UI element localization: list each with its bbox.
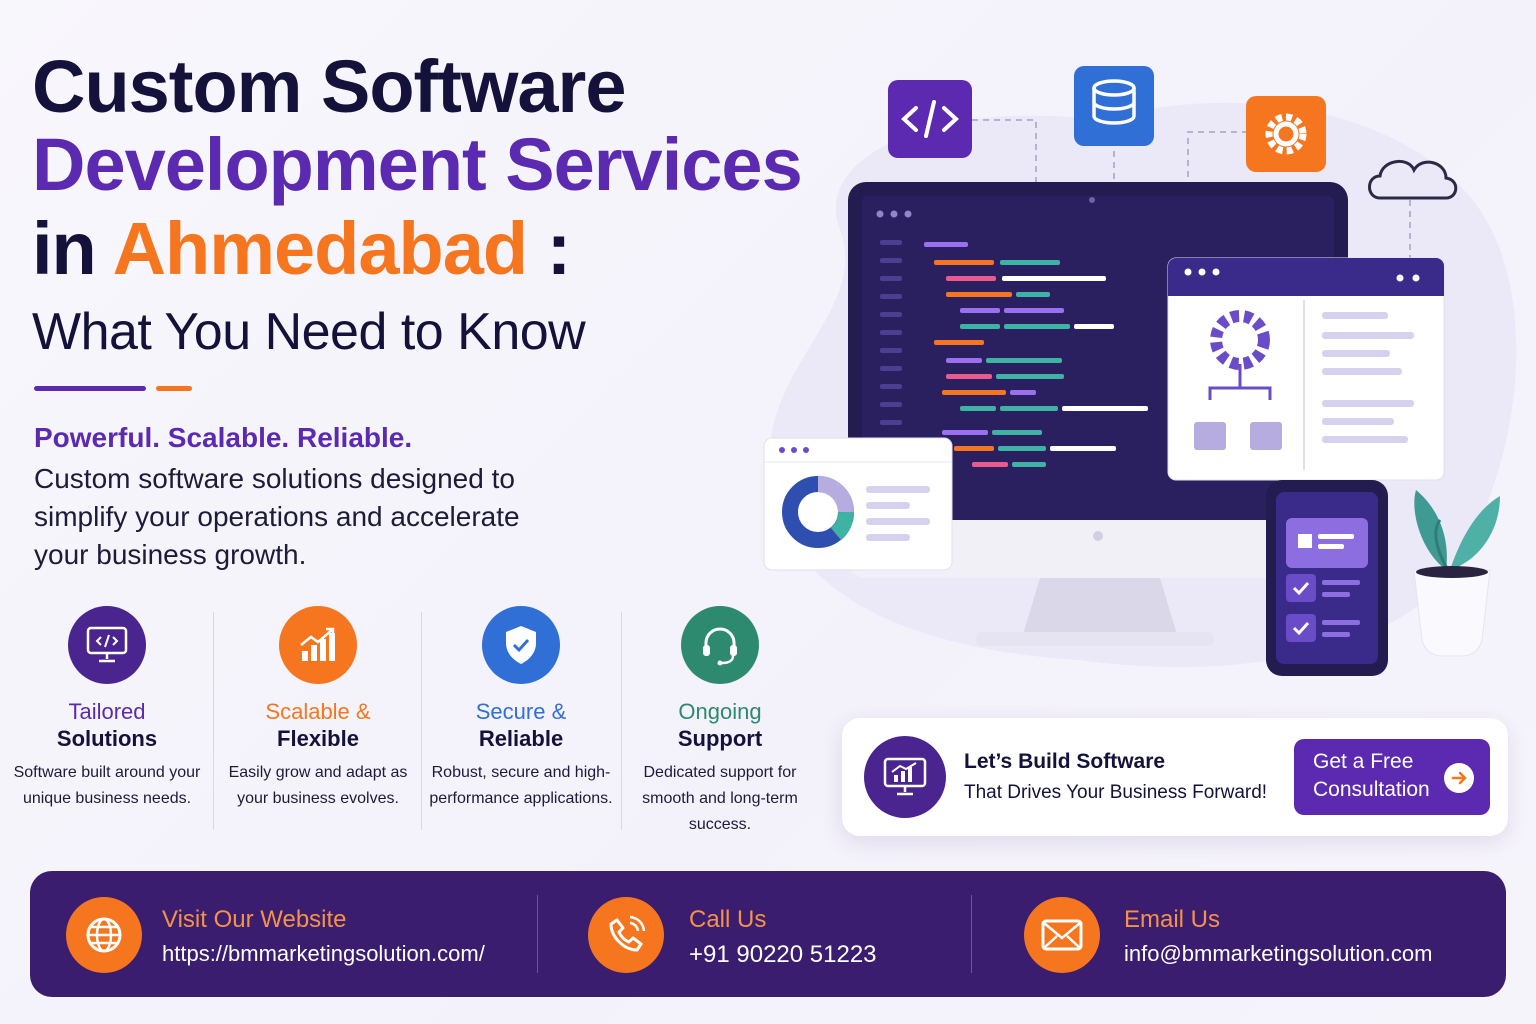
headline-suffix: : [527,207,572,290]
feature-desc: Easily grow and adapt as your business e… [228,764,408,807]
cta-heading: Let’s Build Software [964,750,1166,773]
feature-secure: Secure & Reliable Robust, secure and hig… [421,606,621,812]
feature-title-2: Support [677,726,763,751]
button-label-line-1: Get a Free [1313,750,1414,773]
plant-decoration [1413,490,1500,657]
headline-subtitle: What You Need to Know [32,303,586,361]
analytics-window [763,437,953,571]
headset-icon [681,606,759,684]
website-link[interactable]: https://bmmarketingsolution.com/ [162,941,485,966]
mail-icon [1024,897,1100,973]
cta-card: Let’s Build Software That Drives Your Bu… [842,718,1508,836]
contact-title: Email Us [1124,906,1221,933]
feature-desc: Software built around your unique busine… [13,764,201,807]
monitor-chart-icon [864,736,946,818]
contact-email[interactable]: Email Us info@bmmarketingsolution.com [1024,871,1494,997]
connector-lines [972,119,1411,260]
growth-chart-icon [279,606,357,684]
contact-divider [537,895,538,973]
contact-website[interactable]: Visit Our Website https://bmmarketingsol… [66,871,546,997]
database-icon [1074,66,1154,146]
free-consultation-button[interactable]: Get a Free Consultation [1294,739,1490,815]
feature-divider [421,612,422,830]
contact-divider [971,895,972,973]
shield-check-icon [482,606,560,684]
feature-desc: Robust, secure and high-performance appl… [429,764,613,807]
code-tag-icon [888,80,972,158]
feature-title-1: Scalable & [265,699,371,724]
workflow-window [1167,257,1445,481]
feature-title-2: Solutions [56,726,158,751]
feature-title-2: Flexible [277,726,359,751]
phone-icon [588,897,664,973]
smartphone [1266,480,1388,676]
software-illustration [763,66,1517,676]
code-sidebar [880,240,902,425]
phone-number[interactable]: +91 90220 51223 [689,941,877,968]
tagline: Powerful. Scalable. Reliable. [34,422,413,453]
feature-title-1: Secure & [475,699,567,724]
feature-tailored: Tailored Solutions Software built around… [7,606,207,812]
feature-scalable: Scalable & Flexible Easily grow and adap… [218,606,418,812]
gear-icon [1246,96,1326,172]
cloud-icon [1368,160,1458,200]
headline-line-1: Custom Software [32,45,627,128]
intro-text: Custom software solutions designed to si… [34,463,520,570]
contact-bar: Visit Our Website https://bmmarketingsol… [30,871,1506,997]
feature-support: Ongoing Support Dedicated support for sm… [620,606,820,838]
contact-title: Visit Our Website [162,906,347,933]
feature-desc: Dedicated support for smooth and long-te… [642,764,798,833]
headline-line-2: Development Services [32,123,803,206]
feature-divider [213,612,214,830]
feature-divider [621,612,622,830]
headline-city: Ahmedabad [112,207,529,290]
feature-title-1: Tailored [68,699,146,724]
window-dots [876,210,912,218]
code-lines [924,242,1148,467]
monitor-code-icon [68,606,146,684]
cta-subheading: That Drives Your Business Forward! [964,782,1268,803]
button-label-line-2: Consultation [1313,778,1430,801]
headline-prefix: in [32,207,113,290]
underline-orange [156,386,192,391]
globe-icon [66,897,142,973]
contact-title: Call Us [689,906,767,933]
feature-title-1: Ongoing [678,699,762,724]
contact-phone[interactable]: Call Us +91 90220 51223 [588,871,988,997]
underline-purple [34,386,146,391]
email-address[interactable]: info@bmmarketingsolution.com [1124,941,1433,966]
feature-title-2: Reliable [478,726,564,751]
arrow-right-icon [1444,763,1474,793]
headline-line-3: in Ahmedabad : [32,212,571,286]
